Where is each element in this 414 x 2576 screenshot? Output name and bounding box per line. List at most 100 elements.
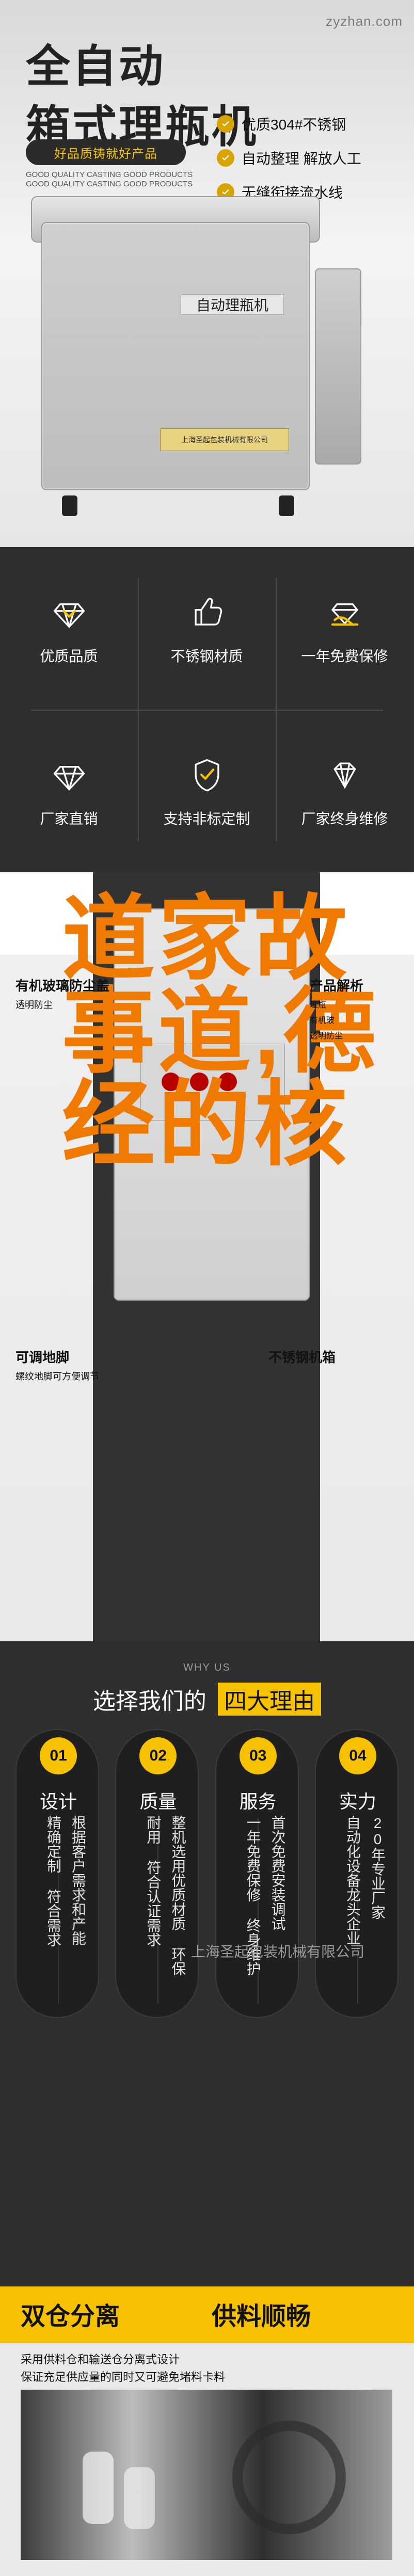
bottom-band: 双仓分离 供料顺畅: [0, 2286, 414, 2343]
hero-tagline: 好品质铸就好产品: [26, 139, 186, 165]
machine-side: [315, 268, 361, 465]
reason-vertical-text: 耐用 符合认证需求: [145, 1815, 162, 1947]
promo-right-bottom: 不锈钢机箱: [268, 1347, 403, 1366]
benefit-label: 不锈钢材质: [170, 648, 243, 664]
hero-subtitle-en: GOOD QUALITY CASTING GOOD PRODUCTS GOOD …: [26, 170, 193, 188]
reason-card: 01 设计 精确定制 符合需求 根据客户需求和产能: [15, 1729, 99, 2018]
control-knob: [162, 1073, 180, 1091]
reason-vertical-text: 首次免费安装调试: [269, 1815, 286, 1931]
diamond-icon: [49, 754, 90, 795]
benefit-item: 一年免费保修: [276, 547, 413, 710]
hero-feature-text: 优质304#不锈钢: [242, 117, 346, 133]
reason-vertical-text: 根据客户需求和产能: [70, 1815, 86, 1945]
bottom-section: 双仓分离 供料顺畅 采用供料仓和输送仓分离式设计 保证充足供应量的同时又可避免堵…: [0, 2286, 414, 2576]
reason-vertical-text: 20年专业厂家: [369, 1815, 386, 1919]
promo-right-top-title: 产品解析: [310, 978, 364, 994]
reason-title: 设计: [39, 1791, 77, 1812]
bottle-shape: [83, 2452, 114, 2524]
benefit-label: 一年免费保修: [301, 648, 388, 664]
hero-section: zyzhan.com 全自动 箱式理瓶机 好品质铸就好产品 GOOD QUALI…: [0, 0, 414, 547]
reasons-cards: 01 设计 精确定制 符合需求 根据客户需求和产能 02 质量 耐用 符合认证需…: [15, 1729, 399, 2018]
reason-card: 02 质量 耐用 符合认证需求 整机选用优质材质 环保: [115, 1729, 199, 2018]
machine-plate: 上海圣起包装机械有限公司: [160, 428, 289, 451]
benefits-section: 优质品质 不锈钢材质: [0, 547, 414, 872]
thumbs-up-icon: [186, 591, 228, 633]
benefits-grid: 优质品质 不锈钢材质: [0, 547, 414, 872]
hero-title-line1: 全自动: [26, 42, 165, 91]
gear-shape: [232, 2421, 346, 2534]
promo-machine: [114, 908, 310, 1301]
reason-number: 01: [40, 1737, 77, 1774]
grid-divider: [31, 710, 383, 711]
reason-number: 04: [339, 1737, 376, 1774]
machine-label: 自动理瓶机: [181, 294, 284, 315]
promo-section: 道家故事道,德经的核 有机玻璃防尘盖 透明防尘 产品解析 理瓶 有机玻 透明防尘…: [0, 872, 414, 1724]
promo-machine-panel: [140, 1044, 285, 1121]
promo-right-top-small: 理瓶: [310, 1001, 327, 1010]
promo-right-top: 产品解析 理瓶 有机玻 透明防尘: [310, 975, 408, 1041]
reason-card: 03 服务 一年免费保修 终身维护 首次免费安装调试: [215, 1729, 299, 2018]
bottom-description-line: 采用供料仓和输送仓分离式设计: [21, 2353, 180, 2366]
reason-number: 02: [139, 1737, 177, 1774]
diamond-icon: [49, 591, 90, 633]
benefit-item: 优质品质: [0, 547, 138, 710]
reasons-section: WHY US 选择我们的 四大理由 01 设计 精确定制 符合需求 根据客户需求…: [0, 1641, 414, 2286]
bottom-band-left: 双仓分离: [21, 2303, 120, 2330]
promo-left-bottom-small: 螺纹地脚可方便调节: [15, 1371, 99, 1382]
gem-icon: [324, 754, 365, 795]
benefit-label: 支持非标定制: [163, 810, 250, 827]
promo-right-side-small-2: 透明防尘: [310, 1032, 343, 1041]
control-knob: [218, 1073, 237, 1091]
benefit-item: 厂家终身维修: [276, 710, 413, 872]
hero-feature: 优质304#不锈钢: [217, 114, 403, 134]
benefit-label: 厂家直销: [40, 810, 98, 827]
promo-left-bottom: 可调地脚 螺纹地脚可方便调节: [15, 1347, 150, 1383]
hero-feature: 自动整理 解放人工: [217, 148, 403, 168]
benefit-label: 厂家终身维修: [301, 810, 388, 827]
reason-divider: [357, 1818, 358, 2004]
hero-feature-text: 自动整理 解放人工: [242, 151, 361, 167]
reason-vertical-text: 整机选用优质材质 环保: [170, 1815, 186, 1976]
promo-left-top: 有机玻璃防尘盖 透明防尘: [15, 975, 150, 1011]
machine-legs: [41, 495, 310, 516]
benefit-item: 支持非标定制: [138, 710, 276, 872]
bottom-band-right: 供料顺畅: [212, 2303, 311, 2330]
promo-left-top-title: 有机玻璃防尘盖: [15, 978, 110, 994]
control-knob: [190, 1073, 209, 1091]
promo-left-bottom-title: 可调地脚: [15, 1350, 70, 1365]
reason-title: 实力: [339, 1791, 376, 1812]
company-watermark: 上海圣起包装机械有限公司: [191, 1944, 365, 1960]
reason-divider: [157, 1818, 159, 2004]
bottle-shape: [124, 2467, 155, 2529]
reason-card: 04 实力 自动化设备龙头企业 20年专业厂家: [314, 1729, 399, 2018]
promo-right-side-small-1: 有机玻: [310, 1016, 335, 1025]
reason-title: 质量: [139, 1791, 177, 1812]
reasons-title: 选择我们的 四大理由: [0, 1683, 414, 1716]
benefit-item: 厂家直销: [0, 710, 138, 872]
machine-illustration: 自动理瓶机 上海圣起包装机械有限公司: [26, 186, 387, 542]
benefit-item: 不锈钢材质: [138, 547, 276, 710]
reason-vertical-text: 精确定制 符合需求: [45, 1815, 61, 1947]
reason-divider: [257, 1818, 259, 2004]
reason-title: 服务: [239, 1791, 277, 1812]
reason-vertical-text: 一年免费保修 终身维护: [245, 1815, 261, 1976]
reason-vertical-text: 自动化设备龙头企业: [344, 1815, 361, 1945]
bottom-photo: [21, 2390, 392, 2560]
promo-overlay-text: 道家故事道,德经的核: [62, 887, 379, 1177]
machine-leg: [279, 495, 294, 516]
bottom-description-line: 保证充足供应量的同时又可避免堵料卡料: [21, 2371, 226, 2383]
bottom-description: 采用供料仓和输送仓分离式设计 保证充足供应量的同时又可避免堵料卡料: [21, 2351, 403, 2386]
benefit-label: 优质品质: [40, 648, 98, 664]
machine-leg: [62, 495, 77, 516]
reasons-title-prefix: 选择我们的: [92, 1689, 206, 1714]
reasons-why-en: WHY US: [183, 1662, 231, 1673]
reason-number: 03: [239, 1737, 277, 1774]
hand-diamond-icon: [324, 591, 365, 633]
check-icon: [217, 115, 234, 133]
check-icon: [217, 149, 234, 167]
promo-left-top-small: 透明防尘: [15, 1000, 53, 1010]
promo-right-bottom-title: 不锈钢机箱: [268, 1350, 336, 1365]
reason-divider: [58, 1818, 59, 2004]
reasons-title-highlight: 四大理由: [218, 1683, 322, 1716]
